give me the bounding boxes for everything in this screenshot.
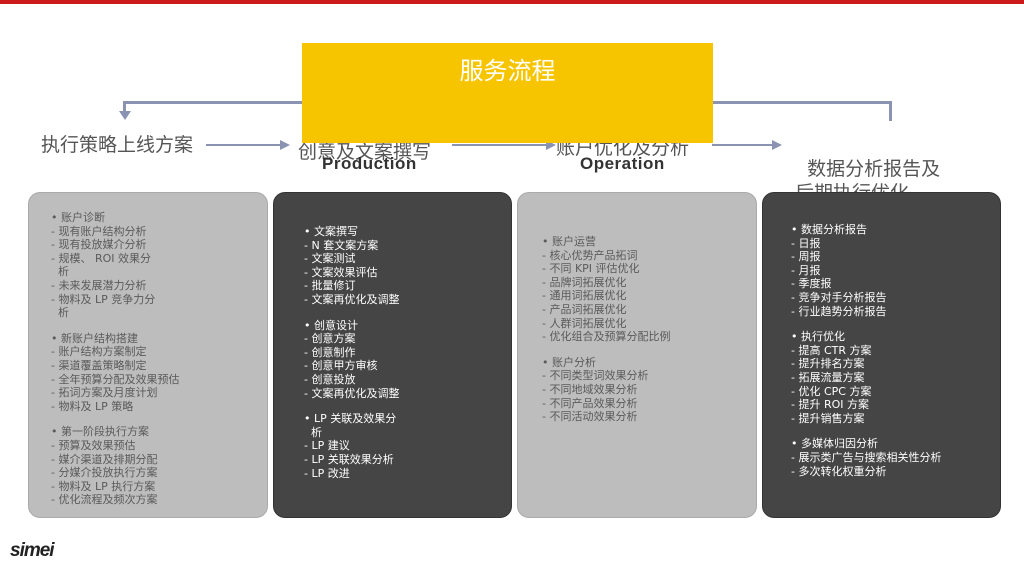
list-item: - LP 建议 bbox=[304, 439, 350, 453]
list-item: - 分媒介投放执行方案 bbox=[51, 466, 158, 480]
list-item: - 现有账户结构分析 bbox=[51, 224, 147, 238]
top-accent-bar bbox=[0, 0, 1024, 4]
group-heading: • 第一阶段执行方案 bbox=[51, 425, 149, 439]
list-item: - 通用词拓展优化 bbox=[542, 289, 627, 303]
list-item: 析 bbox=[51, 306, 69, 320]
card-execution-strategy: • 账户诊断- 现有账户结构分析- 现有投放媒介分析- 规模、 ROI 效果分 … bbox=[28, 192, 268, 518]
list-item: - N 套文案方案 bbox=[304, 238, 379, 252]
list-item: - 创意甲方审核 bbox=[304, 359, 378, 373]
list-item: - 行业趋势分析报告 bbox=[791, 304, 887, 318]
list-item: - 核心优势产品拓词 bbox=[542, 248, 638, 262]
list-item: - 不同 KPI 评估优化 bbox=[542, 262, 640, 276]
flow-loop-left-drop bbox=[123, 101, 126, 113]
list-item: - 物料及 LP 竞争力分 bbox=[51, 292, 156, 306]
card-creative-copywriting: • 文案撰写- N 套文案方案- 文案测试- 文案效果评估- 批量修订- 文案再… bbox=[273, 192, 512, 518]
flow-arrow-3-line bbox=[712, 144, 772, 146]
stage-subtitle-3: Operation bbox=[580, 154, 665, 173]
stage-title-1: 执行策略上线方案 bbox=[41, 134, 194, 156]
group-heading: • 账户分析 bbox=[542, 355, 596, 369]
list-item: - 拓词方案及月度计划 bbox=[51, 386, 158, 400]
group-heading: • 多媒体归因分析 bbox=[791, 437, 878, 451]
flow-arrow-2-icon bbox=[546, 140, 556, 150]
list-item: - 人群词拓展优化 bbox=[542, 316, 627, 330]
card-group: • 数据分析报告- 日报- 周报- 月报- 季度报- 竞争对手分析报告- 行业趋… bbox=[791, 223, 982, 318]
stage-subtitle-2: Production bbox=[322, 154, 417, 173]
list-item: - 优化 CPC 方案 bbox=[791, 384, 872, 398]
list-item: 析 bbox=[304, 425, 322, 439]
card-group: • 账户运营- 核心优势产品拓词- 不同 KPI 评估优化- 品牌词拓展优化- … bbox=[542, 235, 738, 344]
list-item: - 优化流程及频次方案 bbox=[51, 493, 158, 507]
card-group: • 账户诊断- 现有账户结构分析- 现有投放媒介分析- 规模、 ROI 效果分 … bbox=[51, 211, 249, 320]
list-item: - 展示类广告与搜索相关性分析 bbox=[791, 450, 942, 464]
list-item: - 创意制作 bbox=[304, 345, 356, 359]
card-group: • 执行优化- 提高 CTR 方案- 提升排名方案- 拓展流量方案- 优化 CP… bbox=[791, 330, 982, 425]
list-item: - 多次转化权重分析 bbox=[791, 464, 887, 478]
list-item: - 日报 bbox=[791, 236, 821, 250]
card-group: • 文案撰写- N 套文案方案- 文案测试- 文案效果评估- 批量修订- 文案再… bbox=[304, 225, 493, 307]
group-heading: • 账户运营 bbox=[542, 235, 596, 248]
card-data-analysis: • 数据分析报告- 日报- 周报- 月报- 季度报- 竞争对手分析报告- 行业趋… bbox=[762, 192, 1001, 518]
list-item: - 优化组合及预算分配比例 bbox=[542, 330, 671, 344]
list-item: - 文案再优化及调整 bbox=[304, 292, 400, 306]
list-item: - 提升 ROI 方案 bbox=[791, 398, 870, 412]
group-heading: • 新账户结构搭建 bbox=[51, 331, 138, 345]
list-item: - 提升排名方案 bbox=[791, 357, 865, 371]
group-heading: • 账户诊断 bbox=[51, 211, 105, 224]
card-account-optimization: • 账户运营- 核心优势产品拓词- 不同 KPI 评估优化- 品牌词拓展优化- … bbox=[517, 192, 757, 518]
group-heading: • 文案撰写 bbox=[304, 225, 358, 238]
banner-title: 服务流程 bbox=[459, 57, 556, 85]
list-item: - 不同产品效果分析 bbox=[542, 396, 638, 410]
list-item: - 拓展流量方案 bbox=[791, 370, 865, 384]
list-item: - 周报 bbox=[791, 250, 821, 264]
list-item: - 文案效果评估 bbox=[304, 265, 378, 279]
list-item: - 全年预算分配及效果预估 bbox=[51, 372, 180, 386]
list-item: - 提高 CTR 方案 bbox=[791, 343, 872, 357]
list-item: - 季度报 bbox=[791, 277, 832, 291]
list-item: - 产品词拓展优化 bbox=[542, 302, 627, 316]
list-item: - 现有投放媒介分析 bbox=[51, 238, 147, 252]
list-item: 析 bbox=[51, 265, 69, 279]
card-group: • 新账户结构搭建- 账户结构方案制定- 渠道覆盖策略制定- 全年预算分配及效果… bbox=[51, 332, 249, 414]
list-item: - 账户结构方案制定 bbox=[51, 345, 147, 359]
list-item: - LP 改进 bbox=[304, 466, 350, 480]
list-item: - 品牌词拓展优化 bbox=[542, 275, 627, 289]
flow-loop-right-drop bbox=[889, 101, 892, 121]
service-flow-banner: 服务流程 bbox=[302, 43, 713, 143]
list-item: - 规模、 ROI 效果分 bbox=[51, 251, 152, 265]
list-item: - 文案测试 bbox=[304, 252, 356, 266]
list-item: - 媒介渠道及排期分配 bbox=[51, 452, 158, 466]
list-item: - 竞争对手分析报告 bbox=[791, 290, 887, 304]
flow-arrow-1-icon bbox=[280, 140, 290, 150]
list-item: - 未来发展潜力分析 bbox=[51, 278, 147, 292]
list-item: - 创意方案 bbox=[304, 332, 356, 346]
list-item: - 文案再优化及调整 bbox=[304, 386, 400, 400]
stage-title-2: 创意及文案撰写 bbox=[298, 141, 432, 163]
list-item: - 不同活动效果分析 bbox=[542, 410, 638, 424]
list-item: - LP 关联效果分析 bbox=[304, 452, 394, 466]
list-item: - 不同类型词效果分析 bbox=[542, 369, 649, 383]
list-item: - 渠道覆盖策略制定 bbox=[51, 358, 147, 372]
list-item: - 物料及 LP 策略 bbox=[51, 399, 134, 413]
list-item: - 不同地域效果分析 bbox=[542, 382, 638, 396]
list-item: - 预算及效果预估 bbox=[51, 438, 136, 452]
list-item: - 物料及 LP 执行方案 bbox=[51, 479, 156, 493]
list-item: - 提升销售方案 bbox=[791, 411, 865, 425]
group-heading: • 执行优化 bbox=[791, 330, 845, 344]
card-group: • 账户分析- 不同类型词效果分析- 不同地域效果分析- 不同产品效果分析- 不… bbox=[542, 356, 738, 424]
group-heading: • 数据分析报告 bbox=[791, 223, 867, 236]
card-group: • 多媒体归因分析- 展示类广告与搜索相关性分析- 多次转化权重分析 bbox=[791, 437, 982, 478]
card-group: • 第一阶段执行方案- 预算及效果预估- 媒介渠道及排期分配- 分媒介投放执行方… bbox=[51, 425, 249, 507]
list-item: - 月报 bbox=[791, 263, 821, 277]
card-group: • 创意设计- 创意方案- 创意制作- 创意甲方审核- 创意投放- 文案再优化及… bbox=[304, 319, 493, 401]
flow-arrow-2-line bbox=[452, 144, 546, 146]
flow-down-arrow-icon bbox=[118, 111, 131, 120]
card-group: • LP 关联及效果分 析- LP 建议- LP 关联效果分析- LP 改进 bbox=[304, 412, 493, 480]
list-item: - 批量修订 bbox=[304, 279, 356, 293]
simei-logo: simei bbox=[10, 540, 55, 561]
group-heading: • 创意设计 bbox=[304, 318, 358, 332]
list-item: - 创意投放 bbox=[304, 372, 356, 386]
flow-arrow-3-icon bbox=[772, 140, 782, 150]
flow-arrow-1-line bbox=[206, 144, 280, 146]
group-heading: • LP 关联及效果分 bbox=[304, 412, 397, 426]
